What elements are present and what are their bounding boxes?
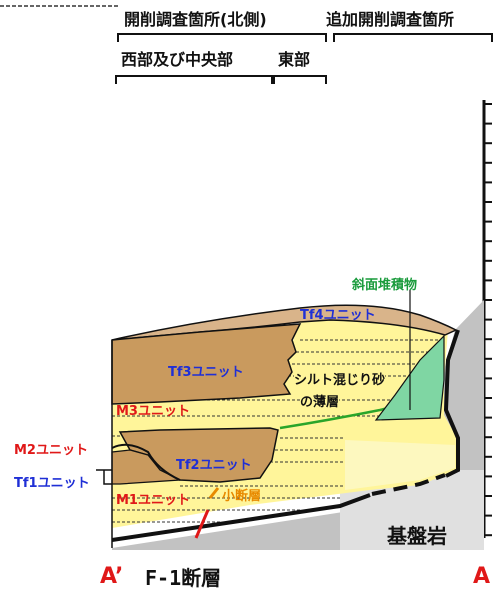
- label-tf2-unit: Tf2ユニット: [176, 458, 252, 473]
- header-west-central: 西部及び中央部: [121, 50, 234, 69]
- label-small-fault: 小断層: [222, 489, 262, 504]
- bracket-west-central: [115, 75, 273, 84]
- label-tf1-unit: Tf1ユニット: [14, 476, 90, 491]
- tf1-pointer: [96, 469, 112, 485]
- label-tf3-unit: Tf3ユニット: [168, 365, 244, 380]
- label-a: A: [473, 564, 491, 589]
- label-silt-line2: の薄層: [300, 395, 340, 410]
- label-tf4-unit: Tf4ユニット: [300, 308, 376, 323]
- label-m1-unit: M1ユニット: [116, 493, 190, 508]
- label-silt-line1: シルト混じり砂: [294, 373, 386, 388]
- small-fault-line: [208, 487, 220, 499]
- label-m3-unit: M3ユニット: [116, 404, 190, 419]
- bedrock-contact-east: [443, 329, 460, 478]
- header-additional-trench: 追加開削調査箇所: [326, 10, 455, 29]
- bracket-north-trench: [117, 33, 327, 42]
- header-east: 東部: [278, 50, 311, 69]
- label-bedrock: 基盤岩: [387, 524, 447, 548]
- label-a-prime: A’: [100, 564, 124, 589]
- m2-contact: [111, 443, 181, 481]
- bedrock-contact-dashed: [371, 473, 446, 496]
- header-north-trench: 開削調査箇所(北側): [124, 10, 267, 29]
- f1-fault-line: [194, 509, 210, 539]
- bedrock-contact: [111, 493, 371, 542]
- yellow-pale-zone: [345, 440, 455, 490]
- bracket-additional-trench: [333, 33, 493, 42]
- tf4-layer: [111, 304, 458, 341]
- elevation-scale: [482, 100, 492, 538]
- tf3-layer: [111, 323, 302, 405]
- bracket-east: [273, 75, 327, 84]
- label-f1-fault: F-1断層: [145, 566, 222, 590]
- label-m2-unit: M2ユニット: [14, 443, 88, 458]
- label-slope-deposit: 斜面堆積物: [352, 278, 418, 293]
